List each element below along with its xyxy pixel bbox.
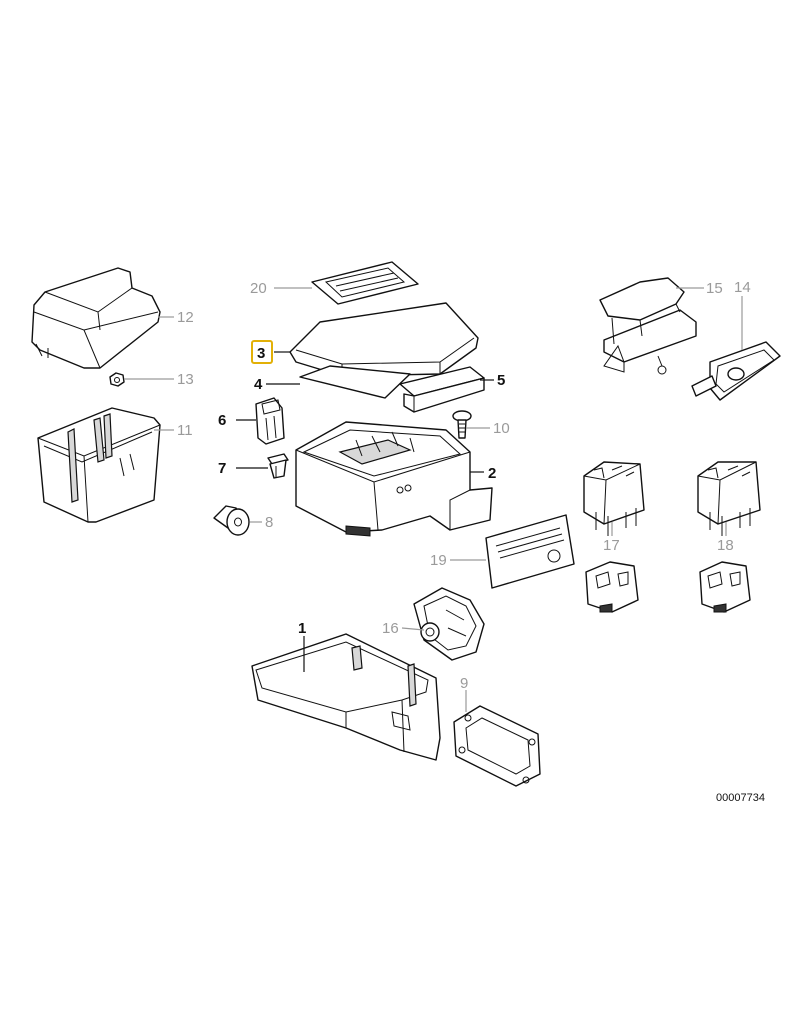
callouts: 1 2 3 4 5 6 7 8 9 10 11 12 13 14 15 16 1…	[177, 279, 751, 692]
part-17-relay[interactable]	[583, 461, 645, 536]
callout-15[interactable]: 15	[706, 280, 723, 297]
relay-base-18	[699, 561, 751, 613]
callout-19[interactable]: 19	[430, 552, 447, 569]
callout-3-highlight	[251, 340, 273, 364]
relay-base-17	[585, 561, 639, 613]
part-9-gasket-frame[interactable]	[453, 705, 541, 787]
callout-8[interactable]: 8	[265, 514, 273, 531]
part-16-connector-plate[interactable]	[413, 587, 485, 661]
part-2-fuse-box-base[interactable]	[295, 421, 493, 537]
callout-1[interactable]: 1	[298, 620, 306, 637]
callout-7[interactable]: 7	[218, 460, 226, 477]
part-3-lid[interactable]	[289, 302, 479, 377]
part-6-holder[interactable]	[255, 397, 285, 445]
callout-6[interactable]: 6	[218, 412, 226, 429]
part-10-screw[interactable]	[452, 410, 472, 439]
callout-11[interactable]: 11	[177, 422, 193, 439]
callout-10[interactable]: 10	[493, 420, 510, 437]
part-13-nut[interactable]	[109, 372, 125, 387]
part-18-relay[interactable]	[697, 461, 761, 536]
part-1-bottom-tray[interactable]	[251, 633, 441, 761]
part-11-box-housing[interactable]	[37, 407, 161, 523]
callout-5[interactable]: 5	[497, 372, 505, 389]
callout-13[interactable]: 13	[177, 371, 194, 388]
leader-lines	[124, 287, 743, 712]
callout-16[interactable]: 16	[382, 620, 399, 637]
part-8-grommet[interactable]	[213, 505, 250, 536]
callout-14[interactable]: 14	[734, 279, 751, 296]
part-4-gasket[interactable]	[299, 365, 411, 399]
part-20-label-plate[interactable]	[311, 261, 419, 305]
part-7-fuse[interactable]	[267, 453, 289, 479]
reference-code: 00007734	[716, 792, 765, 804]
part-19-label-card[interactable]	[485, 514, 575, 589]
callout-4[interactable]: 4	[254, 376, 263, 393]
part-15-connector[interactable]	[599, 277, 697, 375]
part-12-cover[interactable]	[31, 267, 161, 369]
callout-20[interactable]: 20	[250, 280, 267, 297]
callout-9[interactable]: 9	[460, 675, 468, 692]
callout-17[interactable]: 17	[603, 537, 620, 554]
callout-12[interactable]: 12	[177, 309, 194, 326]
callout-3[interactable]: 3	[257, 345, 265, 362]
part-14-bracket[interactable]	[691, 341, 781, 401]
callout-18[interactable]: 18	[717, 537, 734, 554]
part-5-strip[interactable]	[399, 366, 485, 413]
callout-2[interactable]: 2	[488, 465, 496, 482]
